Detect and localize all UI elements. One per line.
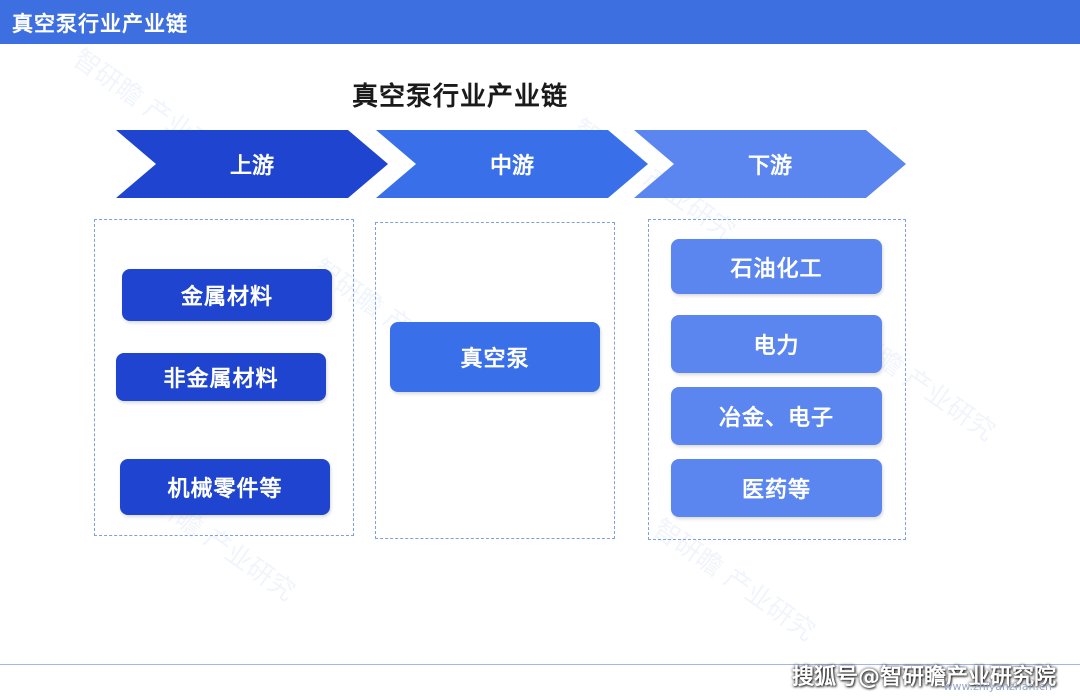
chevron-downstream-icon xyxy=(634,130,906,198)
midstream-item: 真空泵 xyxy=(390,322,600,392)
header-title: 真空泵行业产业链 xyxy=(12,11,188,36)
source-credit: 搜狐号@智研瞻产业研究院 xyxy=(791,665,1056,690)
upstream-panel xyxy=(94,219,354,536)
downstream-item: 石油化工 xyxy=(671,239,882,294)
chevron-upstream-icon xyxy=(116,130,388,198)
upstream-item: 非金属材料 xyxy=(116,353,326,401)
downstream-item: 医药等 xyxy=(671,459,882,517)
stage-midstream: 中游 xyxy=(376,130,648,198)
downstream-panel xyxy=(648,219,906,540)
upstream-item: 金属材料 xyxy=(122,269,332,321)
downstream-item: 电力 xyxy=(671,315,882,373)
source-url: www.zhiyanzhan.cn xyxy=(943,680,1052,693)
midstream-panel xyxy=(375,222,615,539)
stage-downstream: 下游 xyxy=(634,130,906,198)
chevron-midstream-icon xyxy=(376,130,648,198)
stage-label: 中游 xyxy=(489,153,534,179)
diagram-title: 真空泵行业产业链 xyxy=(352,82,569,112)
header-bar: 真空泵行业产业链 xyxy=(0,0,1080,44)
downstream-item: 冶金、电子 xyxy=(671,387,882,445)
stage-label: 上游 xyxy=(229,153,274,179)
footer-divider xyxy=(0,664,1080,665)
stage-upstream: 上游 xyxy=(116,130,388,198)
stage-label: 下游 xyxy=(747,153,792,179)
upstream-item: 机械零件等 xyxy=(120,459,330,515)
